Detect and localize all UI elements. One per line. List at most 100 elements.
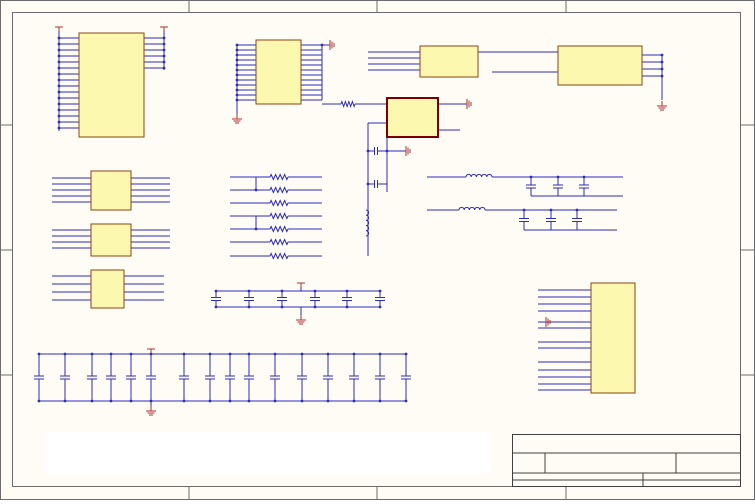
capacitor-symbol-icon xyxy=(374,180,378,188)
capacitor-symbol-icon xyxy=(34,354,44,401)
capacitor-symbol-icon xyxy=(349,354,359,401)
junction-dot xyxy=(660,74,664,78)
ic-u5-regulator-block[interactable] xyxy=(386,97,439,138)
junction-dot xyxy=(162,54,166,58)
capacitor-symbol-icon xyxy=(310,291,320,307)
power-port-icon xyxy=(147,348,155,353)
drawing-border xyxy=(12,12,741,487)
junction-dot xyxy=(57,108,61,112)
ic-u2-block[interactable] xyxy=(255,39,302,105)
junction-dot xyxy=(57,78,61,82)
resistor-symbol-icon xyxy=(269,212,289,220)
ground-symbol-icon xyxy=(232,114,242,124)
inductor-symbol-icon xyxy=(365,209,370,237)
junction-dot xyxy=(57,96,61,100)
ground-symbol-icon xyxy=(466,99,472,109)
power-port-icon xyxy=(160,26,168,31)
ic-u6-block[interactable] xyxy=(90,170,132,211)
junction-dot xyxy=(57,126,61,130)
junction-dot xyxy=(660,53,664,57)
junction-dot xyxy=(235,73,239,77)
resistor-symbol-icon xyxy=(269,199,289,207)
junction-dot xyxy=(235,88,239,92)
capacitor-symbol-icon xyxy=(572,210,582,230)
junction-dot xyxy=(57,114,61,118)
capacitor-symbol-icon xyxy=(519,210,529,230)
inductor-symbol-icon xyxy=(458,206,486,211)
ground-symbol-icon xyxy=(146,406,156,416)
capacitor-symbol-icon xyxy=(205,354,215,401)
junction-dot xyxy=(366,149,370,153)
component-blocks xyxy=(78,32,643,394)
resistor-symbol-icon xyxy=(269,225,289,233)
ground-symbol-icon xyxy=(657,101,667,111)
junction-dot xyxy=(660,60,664,64)
ground-symbol-icon xyxy=(405,146,411,156)
ic-u1-block[interactable] xyxy=(78,32,145,138)
junction-dot xyxy=(235,68,239,72)
junction-dot xyxy=(162,42,166,46)
ground-symbol-icon xyxy=(545,317,551,327)
capacitor-symbol-icon xyxy=(375,354,385,401)
capacitor-symbol-icon xyxy=(179,354,189,401)
junction-dot xyxy=(57,84,61,88)
junction-dot xyxy=(57,90,61,94)
ic-u7-block[interactable] xyxy=(90,223,132,257)
capacitor-symbol-icon xyxy=(342,291,352,307)
junction-dot xyxy=(162,48,166,52)
capacitor-symbol-icon xyxy=(225,354,235,401)
capacitor-symbol-icon xyxy=(270,354,280,401)
resistor-symbol-icon xyxy=(269,238,289,246)
capacitor-symbol-icon xyxy=(87,354,97,401)
junction-dot xyxy=(57,42,61,46)
resistor-symbol-icon xyxy=(269,173,289,181)
resistor-symbol-icon xyxy=(340,99,356,109)
passive-components xyxy=(34,99,589,401)
ic-u3-block[interactable] xyxy=(419,45,479,78)
capacitor-symbol-icon xyxy=(526,177,536,196)
power-port-icon xyxy=(297,282,305,287)
capacitor-symbol-icon xyxy=(244,354,254,401)
power-port-icon xyxy=(55,26,63,31)
capacitor-symbol-icon xyxy=(277,291,287,307)
junction-dot xyxy=(235,93,239,97)
junction-dot xyxy=(162,66,166,70)
junction-dot xyxy=(57,54,61,58)
junction-dot xyxy=(235,48,239,52)
capacitor-symbol-icon xyxy=(374,147,378,155)
junction-dot xyxy=(57,48,61,52)
power-ports xyxy=(55,26,667,416)
notes-area xyxy=(46,432,491,473)
ic-u8-block[interactable] xyxy=(90,269,125,309)
resistor-symbol-icon xyxy=(269,252,289,260)
junction-dot xyxy=(235,53,239,57)
inductor-symbol-icon xyxy=(465,173,493,178)
capacitor-symbol-icon xyxy=(553,177,563,196)
ic-u4-block[interactable] xyxy=(557,45,643,86)
ic-u9-block[interactable] xyxy=(590,282,636,394)
capacitor-symbol-icon xyxy=(60,354,70,401)
capacitor-symbol-icon xyxy=(375,291,385,307)
junction-dot xyxy=(57,120,61,124)
junction-dot xyxy=(57,60,61,64)
junction-dot xyxy=(235,78,239,82)
junction-dot xyxy=(254,227,258,231)
junction-dot xyxy=(254,188,258,192)
capacitor-symbol-icon xyxy=(106,354,116,401)
capacitor-symbol-icon xyxy=(126,354,136,401)
ground-symbol-icon xyxy=(296,315,306,325)
capacitor-symbol-icon xyxy=(297,354,307,401)
junction-dot xyxy=(57,72,61,76)
capacitor-symbol-icon xyxy=(579,177,589,196)
junction-dot xyxy=(162,36,166,40)
junction-dot xyxy=(162,60,166,64)
ground-symbol-icon xyxy=(329,40,335,50)
capacitor-symbol-icon xyxy=(323,354,333,401)
capacitor-symbol-icon xyxy=(244,291,254,307)
junction-dot xyxy=(320,43,324,47)
junction-dot xyxy=(235,83,239,87)
junction-dot xyxy=(235,43,239,47)
